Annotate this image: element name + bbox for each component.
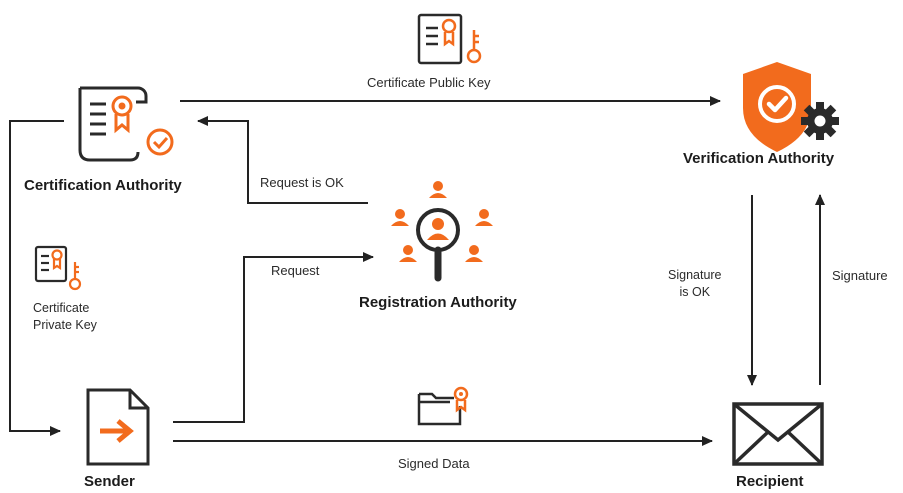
folder-certificate-icon [417, 386, 469, 426]
certificate-key-icon [34, 245, 82, 291]
signed-data-label: Signed Data [398, 456, 470, 471]
shield-check-gear-icon [743, 62, 839, 152]
certificate-private-key-line1: Certificate [33, 301, 90, 315]
certificate-scroll-icon [78, 86, 174, 162]
user-search-icon [391, 181, 493, 282]
verification-authority-title: Verification Authority [683, 150, 835, 167]
certificate-public-key-label: Certificate Public Key [367, 75, 491, 90]
document-send-icon [86, 388, 150, 466]
signature-is-ok-line2: is OK [679, 285, 711, 299]
signature-is-ok-label: Signature is OK [668, 267, 722, 301]
envelope-icon [732, 402, 824, 466]
request-label: Request [271, 263, 320, 278]
recipient-title: Recipient [736, 473, 804, 490]
sender-title: Sender [84, 473, 135, 490]
edge-certificate-private-key [9, 120, 64, 436]
certificate-key-icon [417, 13, 482, 65]
signature-label: Signature [832, 268, 888, 283]
edge-request-is-ok [197, 116, 368, 204]
certificate-private-key-label: Certificate Private Key [33, 300, 97, 334]
request-is-ok-label: Request is OK [260, 175, 344, 190]
signature-is-ok-line1: Signature [668, 268, 722, 282]
registration-authority-title: Registration Authority [359, 294, 517, 311]
certificate-private-key-line2: Private Key [33, 318, 97, 332]
edge-request [173, 252, 374, 423]
certification-authority-title: Certification Authority [24, 177, 182, 194]
